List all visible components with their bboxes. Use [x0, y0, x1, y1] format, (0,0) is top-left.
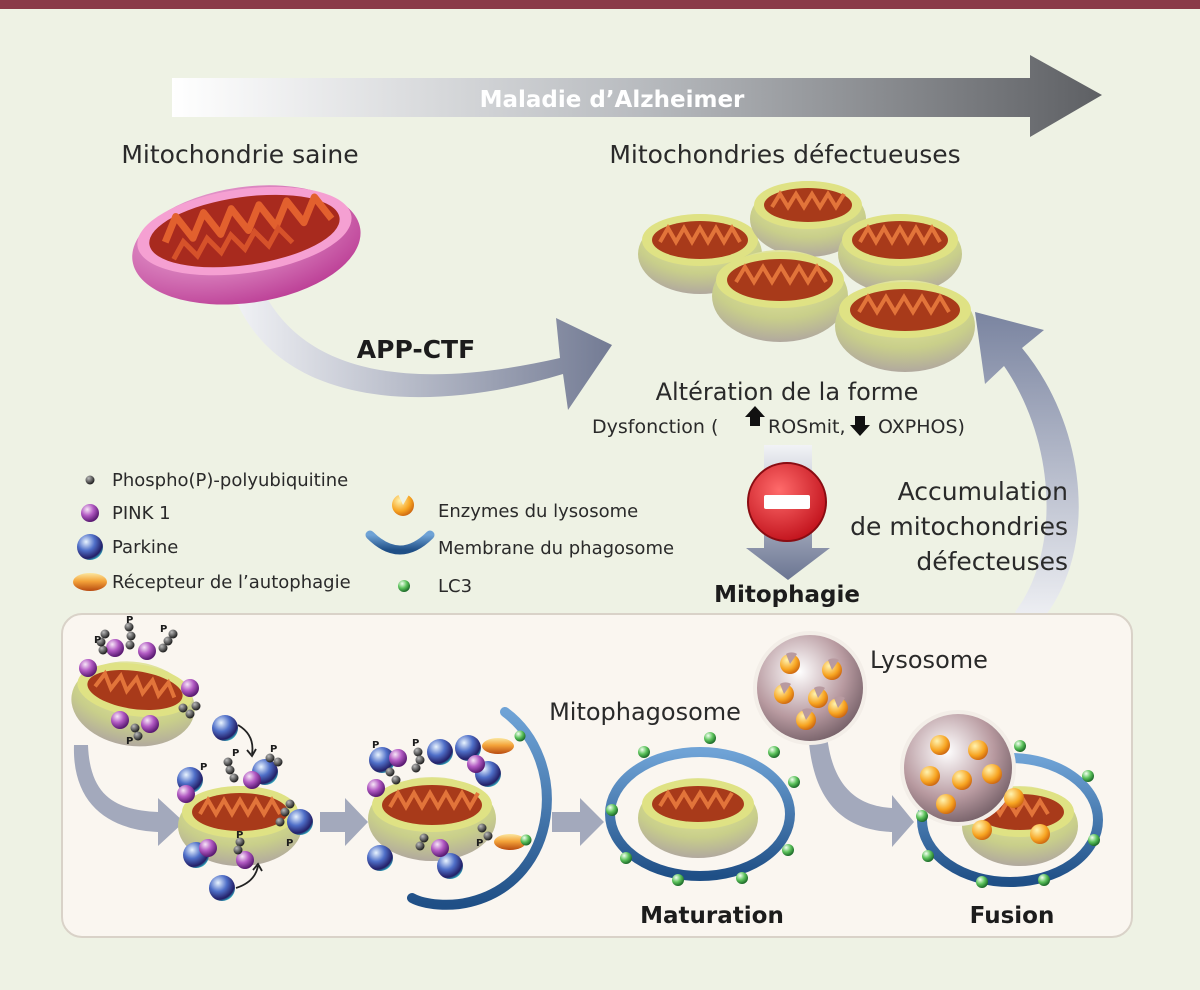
fusion-label: Fusion: [970, 903, 1055, 929]
parkin-icon: [77, 534, 103, 560]
legend-phagosome-membrane: Membrane du phagosome: [438, 538, 674, 559]
recruit-arrow-icon: [237, 724, 254, 755]
phospho-mark: P: [270, 744, 277, 755]
maturation-mitophagosome: [605, 732, 800, 886]
increase-arrow-icon: [745, 406, 765, 426]
banner-title: Maladie d’Alzheimer: [480, 87, 745, 113]
stage-1-pink1: [79, 639, 199, 733]
recruit-arrow-icon: [235, 865, 259, 889]
legend-autophagy-receptor: Récepteur de l’autophagie: [112, 572, 351, 593]
phospho-mark: P: [200, 762, 207, 773]
stage-3-proteins: P P P: [367, 730, 532, 879]
legend-polyubiquitin: Phospho(P)-polyubiquitine: [112, 470, 348, 491]
accumulation-arrow: [975, 312, 1079, 628]
lysosome-enzyme-icon: [392, 491, 414, 516]
stage-2-proteins: P P P P P: [177, 715, 313, 901]
inhibition-icon: [747, 462, 827, 542]
phospho-mark: P: [126, 615, 133, 626]
phagosome-membrane-icon: [365, 530, 435, 555]
pink1-icon: [81, 504, 99, 522]
app-ctf-label: APP-CTF: [357, 335, 475, 364]
oxphos-label: OXPHOS): [878, 416, 965, 438]
flow-arrow-1: [73, 745, 184, 846]
legend-parkin: Parkine: [112, 537, 178, 558]
phospho-mark: P: [412, 738, 419, 749]
defective-mito-label: Mitochondries défectueuses: [609, 140, 960, 169]
stage-1-mitochondrion: [71, 661, 195, 747]
legend-lysosome-enzymes: Enzymes du lysosome: [438, 501, 638, 522]
ros-label: ROSmit,: [768, 416, 846, 438]
lc3-icon: [398, 580, 410, 592]
fusion-autolysosome: [900, 710, 1103, 888]
app-ctf-arrow: [232, 280, 612, 410]
phospho-mark: P: [372, 740, 379, 751]
flow-arrow-3: [552, 798, 604, 846]
accumulation-line-3: défecteuses: [916, 547, 1068, 576]
flow-arrow-2: [320, 798, 368, 846]
alzheimer-progression-arrow: Maladie d’Alzheimer: [172, 55, 1102, 137]
legend: Phospho(P)-polyubiquitine PINK 1 Parkine…: [73, 470, 674, 597]
stage-3-mitochondrion: [368, 777, 496, 861]
lysosome: [753, 631, 914, 847]
healthy-mitochondrion: [132, 185, 361, 305]
stage-1-polyubiquitin: P P P P: [94, 615, 201, 747]
shape-alteration-label: Altération de la forme: [656, 378, 919, 406]
phospho-mark: P: [286, 838, 293, 849]
autophagy-receptor-icon: [73, 573, 107, 591]
phospho-mark: P: [236, 830, 243, 841]
dysfunction-line: Dysfonction ( ROSmit, OXPHOS): [592, 406, 965, 438]
defective-mitochondria-cluster: [638, 181, 975, 372]
accumulation-line-1: Accumulation: [898, 477, 1068, 506]
mitophagy-label: Mitophagie: [714, 582, 860, 608]
legend-lc3: LC3: [438, 576, 472, 597]
phospho-mark: P: [160, 624, 167, 635]
phospho-mark: P: [232, 748, 239, 759]
dysfunction-prefix: Dysfonction (: [592, 416, 718, 438]
phospho-mark: P: [94, 635, 101, 646]
lysosome-label: Lysosome: [870, 646, 988, 674]
maturation-label: Maturation: [640, 903, 784, 929]
mitophagosome-label: Mitophagosome: [549, 698, 741, 726]
accumulation-line-2: de mitochondries: [850, 512, 1068, 541]
polyubiquitin-icon: [85, 475, 95, 485]
legend-pink1: PINK 1: [112, 503, 171, 524]
healthy-mito-label: Mitochondrie saine: [121, 140, 358, 169]
flow-arrow-4: [808, 720, 914, 847]
decrease-arrow-icon: [850, 416, 870, 436]
forming-phagosome-membrane: [407, 707, 552, 910]
phospho-mark: P: [126, 736, 133, 747]
top-border: [0, 0, 1200, 9]
phospho-mark: P: [476, 838, 483, 849]
